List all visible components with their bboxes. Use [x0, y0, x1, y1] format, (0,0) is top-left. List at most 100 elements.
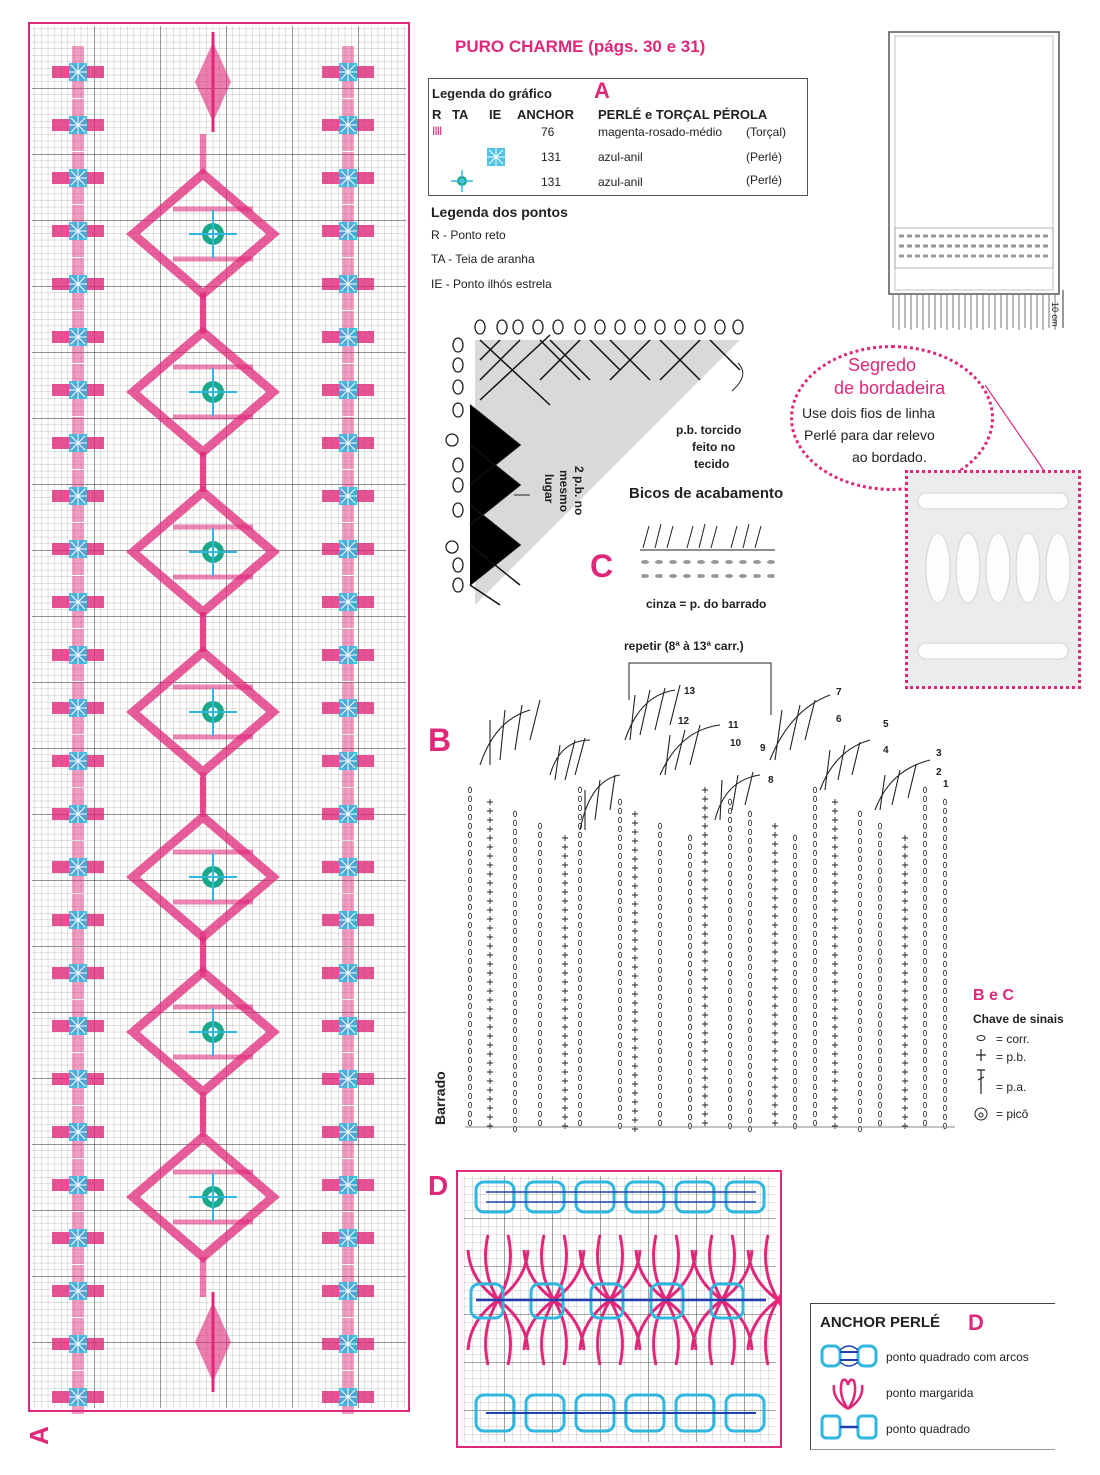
- row-number-7: 7: [836, 687, 842, 698]
- sc-stitch: [487, 880, 493, 886]
- chain-stitch: [812, 912, 817, 920]
- chain-stitch: [747, 936, 752, 944]
- row-number-10: 10: [730, 738, 742, 749]
- chain-stitch: [467, 957, 472, 965]
- chain-stitch: [538, 849, 543, 857]
- chain-stitch: [942, 843, 947, 851]
- sc-stitch: [487, 970, 493, 976]
- chain-stitch: [922, 795, 927, 803]
- chain-stitch: [922, 993, 927, 1001]
- daisy-motif: [690, 1234, 754, 1366]
- sc-stitch: [702, 1012, 708, 1018]
- daisy-motif: [522, 1234, 586, 1366]
- border-motif: [52, 152, 104, 204]
- chain-stitch: [922, 822, 927, 830]
- chain-stitch: [727, 798, 732, 806]
- chain-stitch: [792, 924, 797, 932]
- chain-stitch: [467, 1002, 472, 1010]
- sc-stitch: [832, 970, 838, 976]
- sc-stitch: [702, 805, 708, 811]
- tip-body-3: ao bordado.: [852, 449, 927, 465]
- chain-stitch: [513, 1107, 518, 1115]
- row-number-3: 3: [936, 748, 942, 759]
- chain-stitch: [812, 930, 817, 938]
- chain-stitch: [657, 1020, 662, 1028]
- ilhos-icon: [451, 170, 473, 192]
- chain-stitch: [942, 798, 947, 806]
- chain-stitch: [727, 1095, 732, 1103]
- chain-stitch: [942, 816, 947, 824]
- chain-stitch: [877, 840, 882, 848]
- chain-stitch: [467, 795, 472, 803]
- chain-stitch: [578, 858, 583, 866]
- sc-stitch: [562, 997, 568, 1003]
- border-motif: [322, 735, 374, 787]
- sc-stitch: [832, 943, 838, 949]
- diagram-c-caption: Bicos de acabamento: [629, 485, 784, 502]
- chain-stitch: [747, 963, 752, 971]
- chain-stitch: [727, 834, 732, 842]
- row-number-11: 11: [728, 720, 739, 731]
- sc-stitch: [772, 904, 778, 910]
- sc-stitch: [562, 880, 568, 886]
- chain-stitch: [617, 1113, 622, 1121]
- sc-stitch: [832, 988, 838, 994]
- chain-stitch: [727, 1059, 732, 1067]
- legend-col-ie: IE: [489, 107, 502, 122]
- sc-stitch: [832, 898, 838, 904]
- chain-stitch: [687, 870, 692, 878]
- sc-stitch: [632, 865, 638, 871]
- chain-stitch: [792, 1005, 797, 1013]
- sc-stitch: [832, 889, 838, 895]
- chain-stitch: [812, 858, 817, 866]
- sc-stitch: [632, 1036, 638, 1042]
- chain-stitch: [922, 1002, 927, 1010]
- sc-stitch: [902, 934, 908, 940]
- chain-stitch: [467, 984, 472, 992]
- sc-stitch: [772, 859, 778, 865]
- diagram-d-letter: D: [428, 1170, 449, 1201]
- border-motif: [322, 682, 374, 734]
- sc-stitch: [487, 844, 493, 850]
- towel-measure: 10 cm: [1050, 302, 1060, 327]
- chain-stitch: [857, 1017, 862, 1025]
- chain-stitch: [812, 1047, 817, 1055]
- chain-icon: [976, 1035, 986, 1041]
- sc-stitch: [772, 850, 778, 856]
- chain-stitch: [617, 996, 622, 1004]
- chain-stitch: [578, 957, 583, 965]
- chain-stitch: [657, 930, 662, 938]
- chain-stitch: [657, 1056, 662, 1064]
- chain-stitch: [922, 930, 927, 938]
- chain-stitch: [513, 999, 518, 1007]
- border-motif: [52, 364, 104, 416]
- chain-stitch: [857, 1089, 862, 1097]
- sc-stitch: [772, 868, 778, 874]
- legend-d-letter: D: [968, 1310, 984, 1335]
- square-stitch: [574, 1180, 616, 1214]
- chain-stitch: [812, 840, 817, 848]
- diagram-c-strip: [640, 523, 775, 578]
- chain-stitch: [747, 810, 752, 818]
- sc-stitch: [487, 898, 493, 904]
- border-motif: [52, 1265, 104, 1317]
- border-motif: [52, 682, 104, 734]
- sc-stitch: [832, 1060, 838, 1066]
- sc-stitch: [902, 1006, 908, 1012]
- sc-stitch: [902, 943, 908, 949]
- chain-stitch: [747, 1053, 752, 1061]
- border-motif: [322, 523, 374, 575]
- chain-stitch: [657, 1101, 662, 1109]
- sc-stitch: [487, 1123, 493, 1129]
- chain-stitch: [467, 840, 472, 848]
- chain-stitch: [792, 978, 797, 986]
- chain-stitch: [617, 906, 622, 914]
- sc-stitch: [772, 823, 778, 829]
- chain-stitch: [942, 906, 947, 914]
- border-motif: [322, 894, 374, 946]
- sc-stitch: [702, 895, 708, 901]
- chain-stitch: [857, 1026, 862, 1034]
- chain-stitch: [513, 1017, 518, 1025]
- chain-stitch: [657, 894, 662, 902]
- row-number-4: 4: [883, 745, 889, 756]
